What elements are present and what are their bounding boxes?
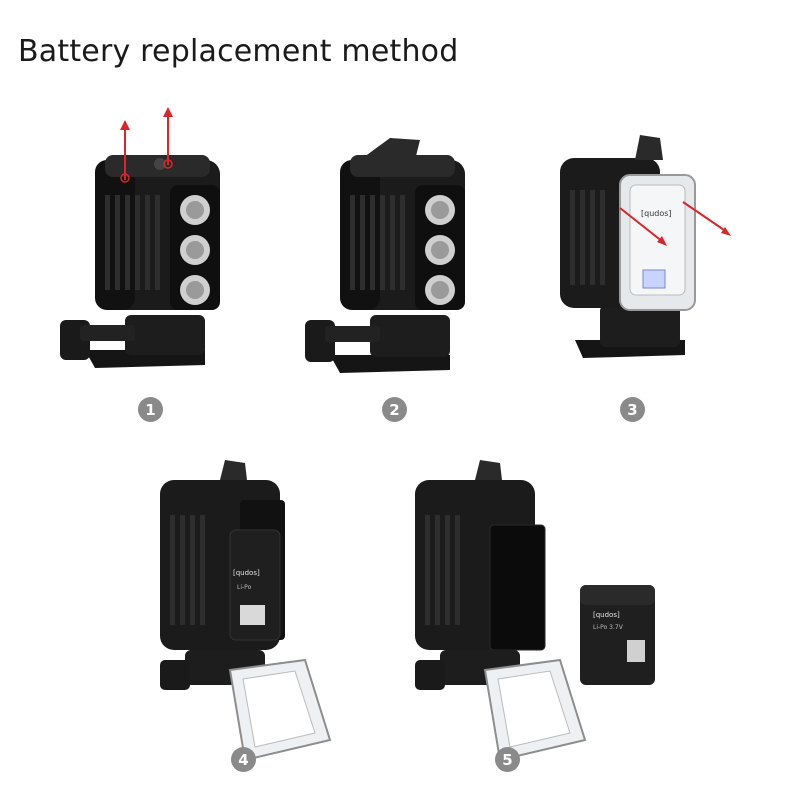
step-number-badge: 2 (382, 397, 407, 422)
step-number-badge: 1 (138, 397, 163, 422)
step-4-illustration: [qudos] Li-Po 4 (155, 455, 375, 775)
step-number-badge: 5 (495, 747, 520, 772)
step-number-badge: 3 (620, 397, 645, 422)
battery-brand-label: [qudos] (233, 569, 260, 577)
light-battery-exposed-illustration: [qudos] Li-Po (160, 460, 332, 762)
light-cover-open-illustration: [qudos] (560, 135, 731, 358)
step-3-illustration: [qudos] 3 (555, 130, 755, 422)
light-latch-open-illustration (305, 138, 465, 373)
battery-type-label: Li-Po (237, 584, 252, 591)
step-number-badge: 4 (231, 747, 256, 772)
step-2-illustration: 2 (300, 130, 490, 422)
page-title: Battery replacement method (18, 34, 459, 69)
brand-label: [qudos] (641, 209, 672, 218)
removed-battery-spec-label: Li-Po 3.7V (593, 624, 624, 631)
step-1-illustration: 1 (55, 100, 245, 422)
light-battery-removed-illustration: [qudos] Li-Po 3.7V (415, 460, 655, 762)
step-5-illustration: [qudos] Li-Po 3.7V 5 (410, 455, 680, 775)
removed-battery-brand-label: [qudos] (593, 611, 620, 619)
light-closed-illustration (60, 107, 220, 368)
